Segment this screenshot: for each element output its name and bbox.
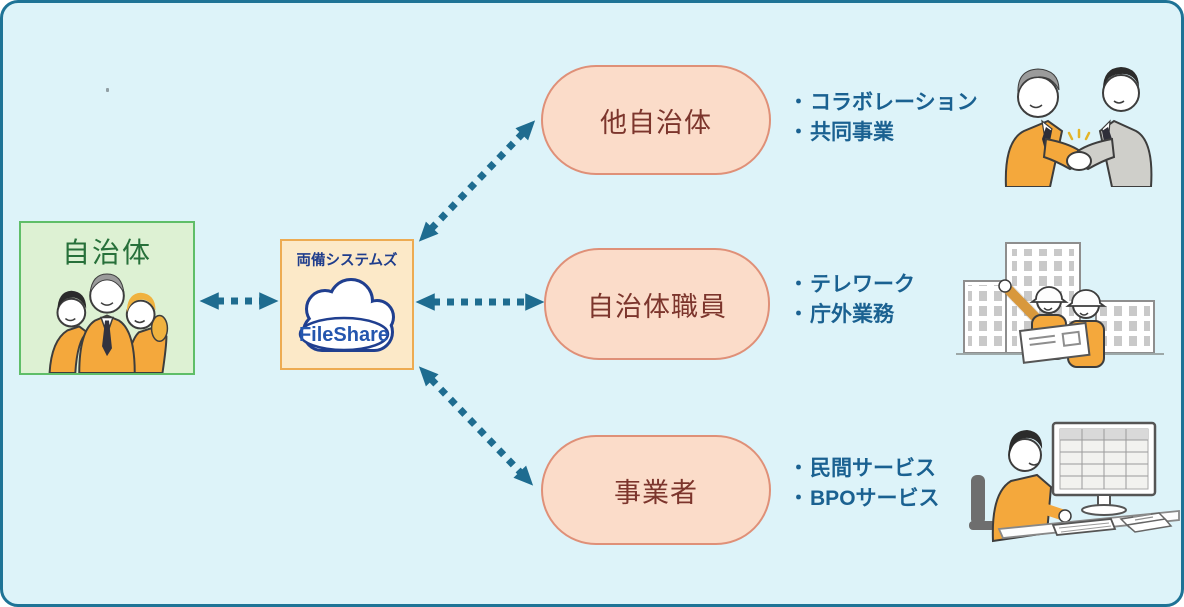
node-label: 事業者 — [614, 477, 698, 508]
office-workers-illustration — [48, 273, 169, 373]
bullet-item: ・ テレワーク — [789, 273, 916, 296]
construction-workers-buildings-illustration — [956, 242, 1164, 368]
bullet-item: ・ 庁外業務 — [789, 303, 895, 326]
municipality-box: 自治体 — [19, 221, 195, 375]
node-label: 自治体職員 — [587, 291, 727, 322]
node-label: 他自治体 — [600, 107, 712, 138]
node-other-municipalities: 他自治体 — [541, 65, 771, 175]
fileshare-hub: 両備システムズ FileShare — [280, 239, 414, 370]
handshake-business-people-illustration — [1004, 67, 1153, 187]
stray-mark — [106, 88, 109, 92]
arrow-hub-businesses — [418, 366, 534, 486]
node-municipal-staff: 自治体職員 — [544, 248, 770, 360]
bullet-item: ・ BPOサービス — [789, 487, 940, 510]
bullets-municipal-staff: ・ テレワーク ・ 庁外業務 — [789, 271, 915, 328]
sparkle-icon — [1067, 128, 1091, 141]
municipality-label: 自治体 — [61, 237, 152, 268]
node-businesses: 事業者 — [541, 435, 771, 545]
vendor-label: 両備システムズ — [296, 253, 398, 269]
bullet-item: ・ コラボレーション — [789, 91, 978, 114]
fileshare-cloud-icon: FileShare — [298, 278, 395, 352]
person-working-at-computer-illustration — [969, 421, 1180, 543]
fileshare-logo-text: FileShare — [299, 324, 389, 346]
bullets-other-municipalities: ・ コラボレーション ・ 共同事業 — [789, 89, 978, 146]
bullets-businesses: ・ 民間サービス ・ BPOサービス — [789, 455, 940, 512]
bullet-item: ・ 共同事業 — [789, 121, 895, 144]
bullet-item: ・ 民間サービス — [789, 457, 937, 480]
arrow-hub-other-municipalities — [418, 120, 536, 242]
